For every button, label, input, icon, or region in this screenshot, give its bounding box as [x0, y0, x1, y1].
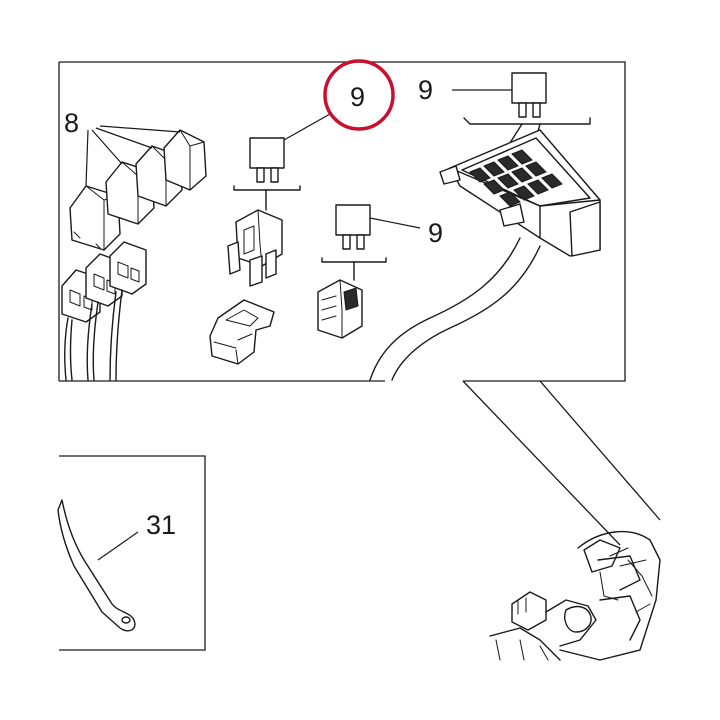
vehicle-overview: [489, 530, 661, 661]
leader-lines: [85, 89, 512, 561]
fuse-holder-cover[interactable]: [209, 299, 275, 365]
callout-fuse-middle: 9: [428, 218, 443, 248]
ground-strap[interactable]: [57, 499, 136, 632]
callout-fuse-highlighted: 9: [350, 82, 365, 112]
callout-ground-strap: 31: [146, 510, 176, 540]
mini-fuse[interactable]: [335, 204, 371, 250]
mini-fuse[interactable]: [249, 137, 285, 183]
relay[interactable]: [163, 129, 207, 191]
fuse-slot-grid: [469, 149, 563, 207]
detail-frame-ground-strap: [59, 455, 206, 651]
highlight-circle: [323, 59, 395, 131]
relay-socket: [109, 241, 147, 295]
fuse-holder[interactable]: [227, 209, 283, 287]
relay-group[interactable]: [61, 129, 207, 381]
fuse-box[interactable]: [369, 129, 601, 381]
detail-frame-main: [58, 61, 661, 546]
mini-fuse[interactable]: [511, 72, 547, 118]
callout-relays: 8: [64, 108, 79, 138]
callout-fuse-top-right: 9: [418, 75, 433, 105]
fuse-holder[interactable]: [317, 279, 363, 339]
